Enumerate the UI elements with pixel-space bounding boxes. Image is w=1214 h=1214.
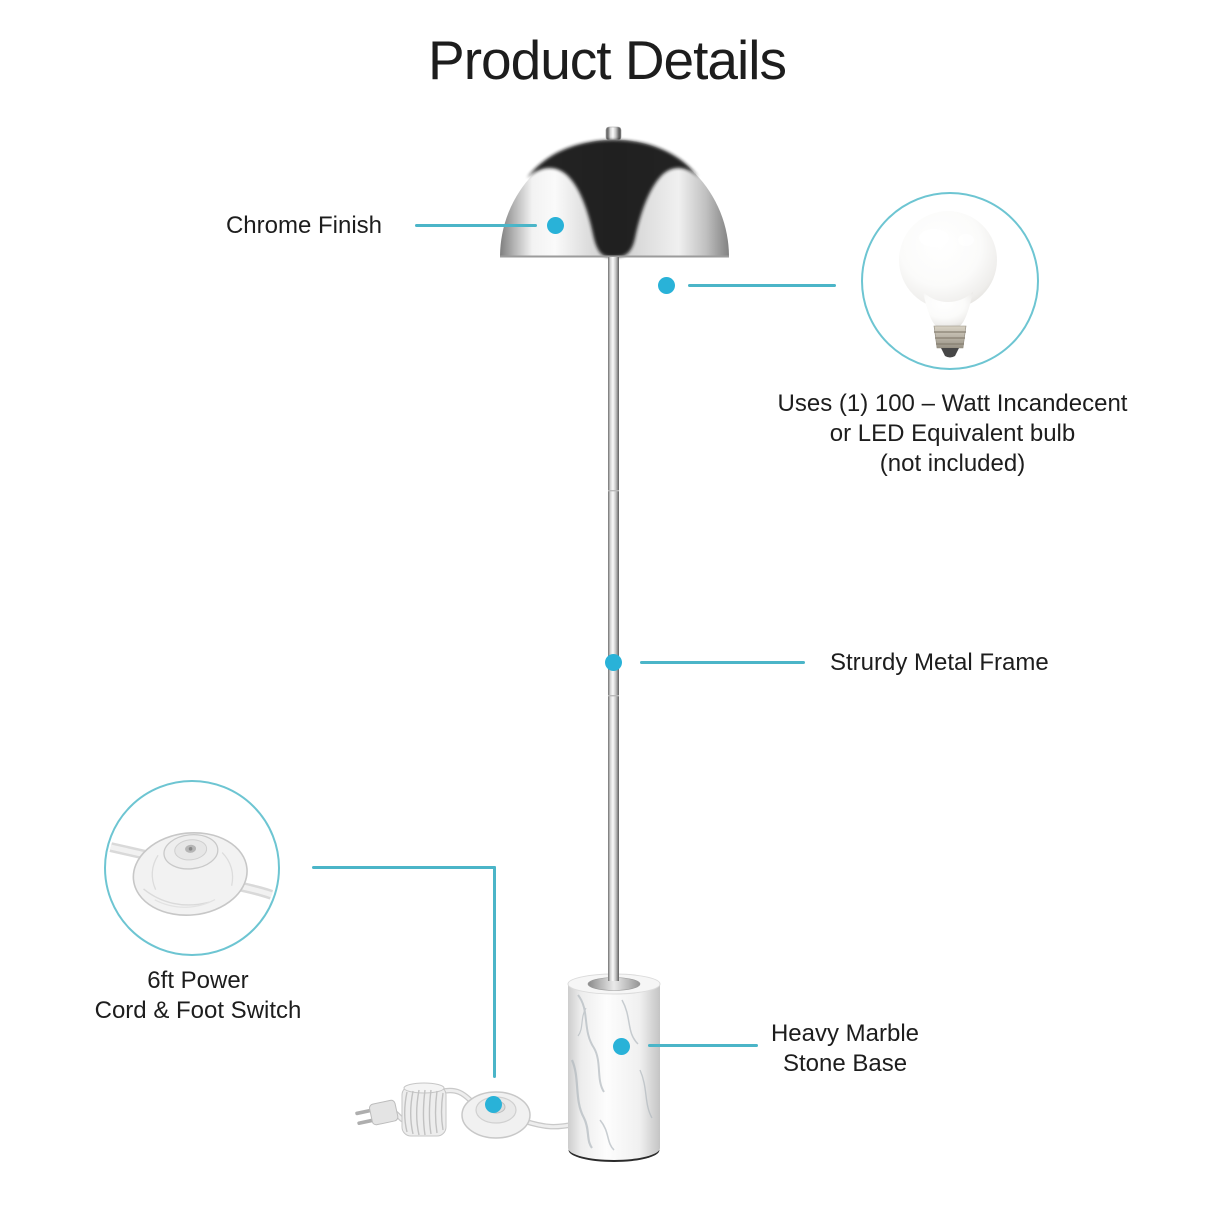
metal-frame-label: Strurdy Metal Frame (830, 649, 1049, 676)
power-plug (355, 1099, 399, 1126)
page-title: Product Details (428, 29, 787, 91)
power-cord-callout-line-horizontal (312, 866, 496, 869)
power-cord-label: 6ft Power Cord & Foot Switch (28, 966, 368, 1026)
bulb-label-line1: Uses (1) 100 – Watt Incandecent (777, 390, 1128, 417)
bulb-callout-line (688, 284, 836, 287)
lamp-pole (608, 257, 619, 985)
marble-base-callout-line (648, 1044, 758, 1047)
foot-switch-inset-circle (104, 780, 280, 956)
chrome-finish-callout-dot (547, 217, 564, 234)
bulb-label-line2: or LED Equivalent bulb (829, 420, 1076, 447)
bulb-label-line3: (not included) (879, 450, 1026, 477)
lamp-dome-shade (500, 139, 729, 258)
marble-base (567, 957, 661, 1162)
power-cord-label-line1: 6ft Power (147, 967, 249, 994)
bulb-callout-dot (658, 277, 675, 294)
chrome-finish-callout-line (415, 224, 537, 227)
metal-frame-callout-line (640, 661, 805, 664)
marble-base-label: Heavy Marble Stone Base (695, 1019, 995, 1079)
lamp-finial (605, 126, 622, 141)
marble-base-label-line1: Heavy Marble (770, 1020, 920, 1047)
marble-base-callout-dot (613, 1038, 630, 1055)
chrome-finish-label: Chrome Finish (225, 212, 382, 239)
marble-base-label-line2: Stone Base (782, 1050, 908, 1077)
coiled-cord (401, 1082, 447, 1137)
bulb-inset-circle (861, 192, 1039, 370)
power-cord-callout-line-vertical (493, 866, 496, 1078)
power-cord-label-line2: Cord & Foot Switch (94, 997, 302, 1024)
metal-frame-callout-dot (605, 654, 622, 671)
bulb-label: Uses (1) 100 – Watt Incandecent or LED E… (760, 389, 1145, 479)
foot-switch-callout-dot (485, 1096, 502, 1113)
